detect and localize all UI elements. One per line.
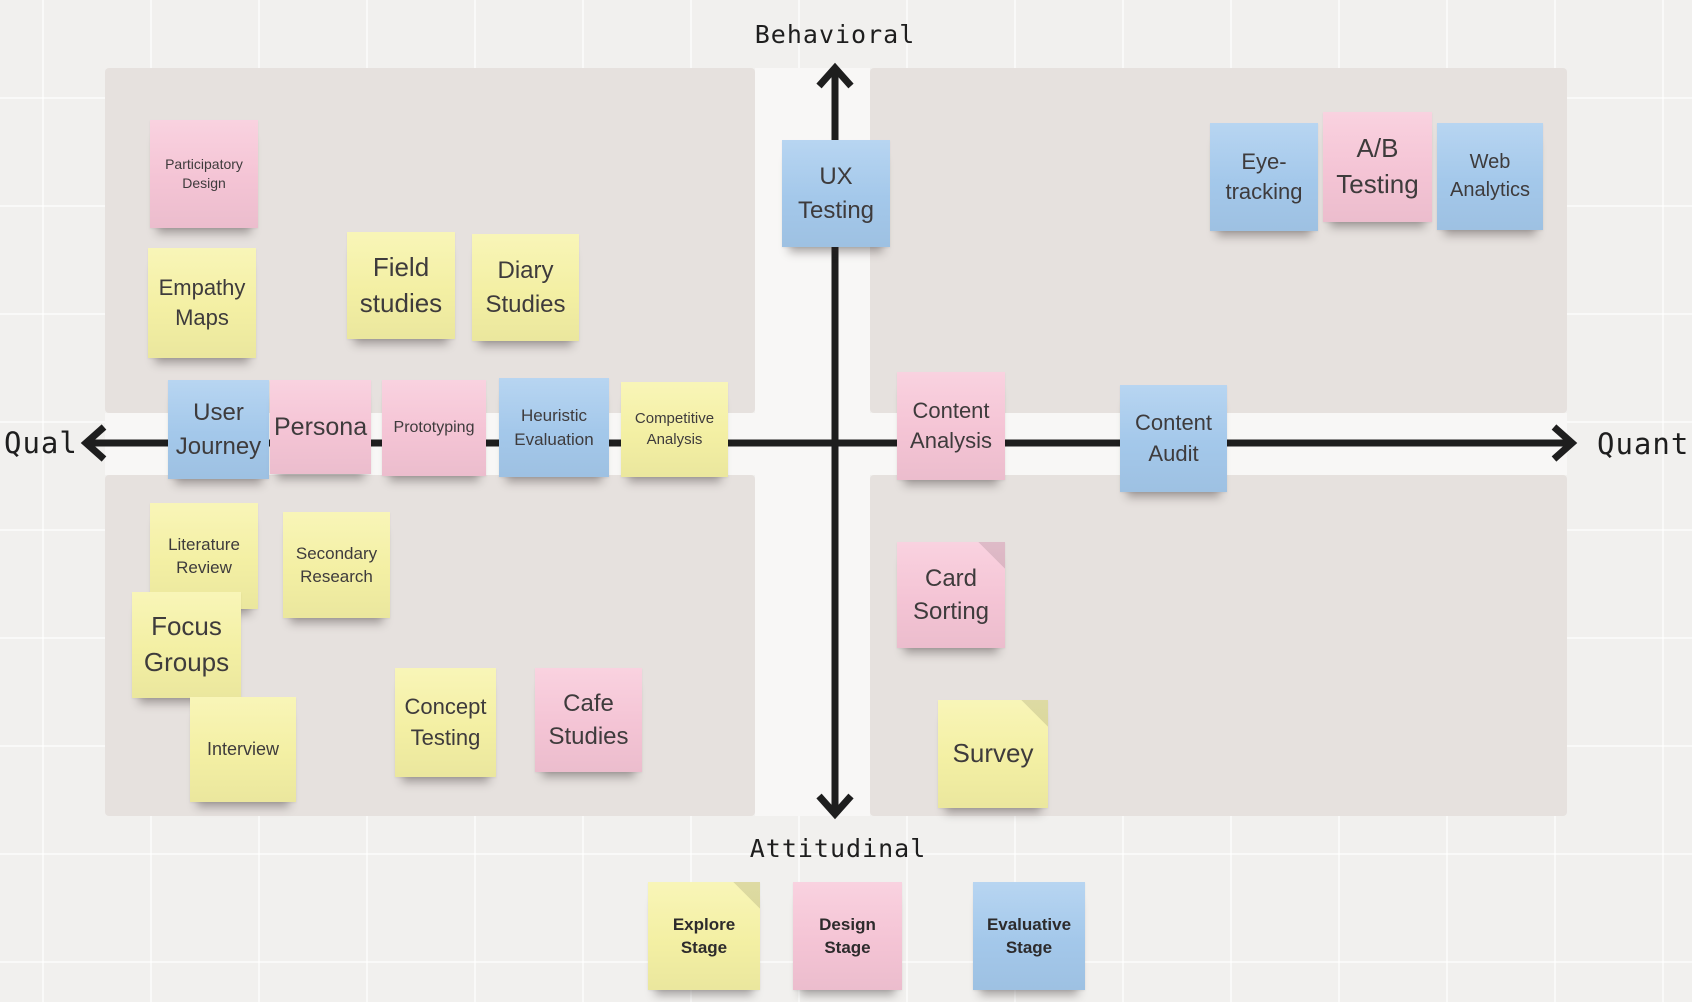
sticky-note-label: Content Analysis xyxy=(910,397,992,453)
sticky-note-web-analytics[interactable]: Web Analytics xyxy=(1437,123,1543,230)
sticky-note-concept-testing[interactable]: Concept Testing xyxy=(395,668,496,777)
sticky-note-label: Competitive Analysis xyxy=(634,409,715,448)
sticky-note-content-audit[interactable]: Content Audit xyxy=(1120,385,1227,492)
sticky-note-label: Cafe Studies xyxy=(548,689,629,750)
axis-label-behavioral: Behavioral xyxy=(754,20,916,49)
folded-corner xyxy=(978,542,1005,569)
sticky-note-label: Field studies xyxy=(359,251,443,318)
sticky-note-label: Card Sorting xyxy=(912,564,990,625)
sticky-note-label: Heuristic Evaluation xyxy=(514,406,594,449)
sticky-note-explore-stage[interactable]: Explore Stage xyxy=(648,882,760,990)
folded-corner xyxy=(733,882,760,909)
sticky-note-label: Explore Stage xyxy=(672,914,736,957)
sticky-note-content-analysis[interactable]: Content Analysis xyxy=(897,372,1005,480)
sticky-note-literature-review[interactable]: Literature Review xyxy=(150,503,258,609)
sticky-note-label: Design Stage xyxy=(819,914,876,957)
axis-label-quant: Quant xyxy=(1597,427,1690,461)
sticky-note-survey[interactable]: Survey xyxy=(938,700,1048,808)
sticky-note-label: Focus Groups xyxy=(143,611,230,677)
sticky-note-label: Persona xyxy=(274,412,368,441)
sticky-note-label: Empathy Maps xyxy=(158,274,246,330)
sticky-note-label: Concept Testing xyxy=(404,694,487,750)
sticky-note-eye-tracking[interactable]: Eye-tracking xyxy=(1210,123,1318,231)
sticky-note-competitive-analysis[interactable]: Competitive Analysis xyxy=(621,382,728,477)
sticky-note-empathy-maps[interactable]: Empathy Maps xyxy=(148,248,256,358)
sticky-note-label: Diary Studies xyxy=(485,257,566,318)
sticky-note-ab-testing[interactable]: A/B Testing xyxy=(1323,112,1432,222)
sticky-note-label: Secondary Research xyxy=(295,543,378,586)
sticky-note-focus-groups[interactable]: Focus Groups xyxy=(132,592,241,698)
sticky-note-ux-testing[interactable]: UX Testing xyxy=(782,140,890,247)
sticky-note-label: Eye-tracking xyxy=(1225,148,1303,204)
sticky-note-cafe-studies[interactable]: Cafe Studies xyxy=(535,668,642,772)
sticky-note-label: User Journey xyxy=(175,399,262,460)
sticky-note-label: Content Audit xyxy=(1134,410,1213,466)
sticky-note-label: Evaluative Stage xyxy=(986,914,1072,957)
sticky-note-label: UX Testing xyxy=(797,163,875,224)
sticky-note-label: A/B Testing xyxy=(1336,133,1419,199)
sticky-note-prototyping[interactable]: Prototyping xyxy=(382,380,486,476)
sticky-note-label: Prototyping xyxy=(393,418,475,436)
sticky-note-label: Web Analytics xyxy=(1449,150,1531,201)
sticky-note-evaluative-stage[interactable]: Evaluative Stage xyxy=(973,882,1085,990)
sticky-note-heuristic-evaluation[interactable]: Heuristic Evaluation xyxy=(499,378,609,477)
sticky-note-card-sorting[interactable]: Card Sorting xyxy=(897,542,1005,648)
sticky-note-label: Survey xyxy=(952,738,1034,769)
sticky-note-diary-studies[interactable]: Diary Studies xyxy=(472,234,579,341)
sticky-note-design-stage[interactable]: Design Stage xyxy=(793,882,902,990)
sticky-note-participatory-design[interactable]: Participatory Design xyxy=(150,120,258,228)
axis-label-attitudinal: Attitudinal xyxy=(749,834,927,863)
sticky-note-secondary-research[interactable]: Secondary Research xyxy=(283,512,390,618)
sticky-note-interview[interactable]: Interview xyxy=(190,697,296,802)
sticky-note-user-journey[interactable]: User Journey xyxy=(168,380,269,479)
quadrant-panel-top-right xyxy=(870,68,1567,413)
sticky-note-label: Participatory Design xyxy=(165,155,243,191)
sticky-note-persona[interactable]: Persona xyxy=(270,380,371,474)
sticky-note-label: Literature Review xyxy=(168,534,240,577)
sticky-note-label: Interview xyxy=(206,739,280,760)
sticky-note-field-studies[interactable]: Field studies xyxy=(347,232,455,339)
left-arrowhead xyxy=(80,424,107,462)
axis-label-qual: Qual xyxy=(4,426,78,460)
folded-corner xyxy=(1021,700,1048,727)
